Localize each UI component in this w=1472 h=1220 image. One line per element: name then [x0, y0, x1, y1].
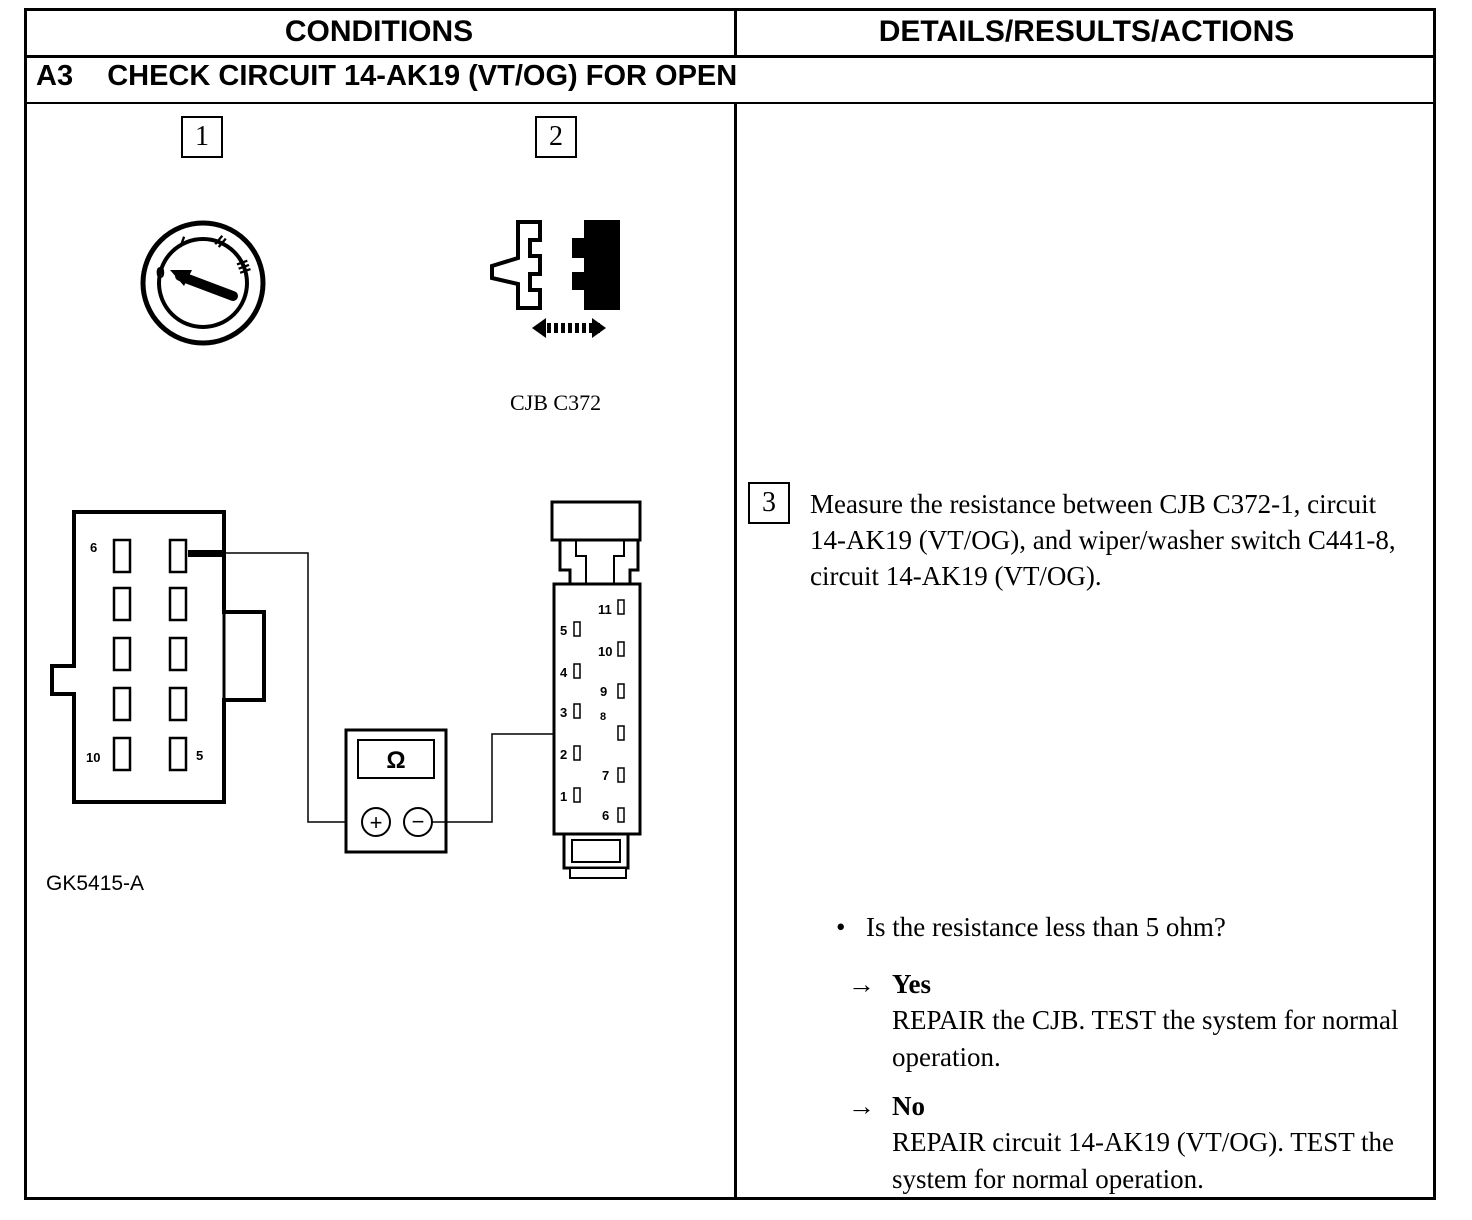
- meter-minus-terminal: −: [412, 809, 425, 834]
- test-title-row: A3 CHECK CIRCUIT 14-AK19 (VT/OG) FOR OPE…: [24, 58, 1436, 104]
- ignition-switch-icon: 0 I II III: [140, 220, 266, 346]
- ohm-symbol: Ω: [386, 747, 405, 774]
- left-pin-10-label: 10: [86, 750, 100, 765]
- connector-label: CJB C372: [510, 390, 602, 415]
- cjb-connector-c372: 11 5 10 4 9 3 8 2 7 1 6: [550, 500, 642, 879]
- table-frame: [24, 8, 1436, 1200]
- switch-connector-c441: 6 10 5: [50, 510, 266, 804]
- answer-yes: → Yes REPAIR the CJB. TEST the system fo…: [848, 966, 1428, 1076]
- answer-no-label: No: [892, 1091, 925, 1121]
- left-pin-6-label: 6: [90, 540, 97, 555]
- question-text: Is the resistance less than 5 ohm?: [866, 912, 1226, 942]
- conditions-header: CONDITIONS: [284, 14, 474, 48]
- header-row: CONDITIONS DETAILS/RESULTS/ACTIONS: [24, 8, 1436, 58]
- right-pin-9-label: 9: [600, 684, 607, 699]
- column-divider: [734, 104, 737, 1200]
- right-pin-1-label: 1: [560, 789, 567, 804]
- right-pin-5-label: 5: [560, 623, 567, 638]
- right-pin-10-label: 10: [598, 644, 612, 659]
- arrow-right-icon: →: [848, 969, 875, 999]
- step-number-2: 2: [535, 116, 577, 158]
- right-pin-11-label: 11: [598, 602, 612, 617]
- test-title: A3 CHECK CIRCUIT 14-AK19 (VT/OG) FOR OPE…: [36, 60, 737, 93]
- right-pin-7-label: 7: [602, 768, 609, 783]
- ignition-pos-1: I: [177, 234, 187, 251]
- right-pin-4-label: 4: [560, 665, 568, 680]
- header-divider: [734, 8, 737, 58]
- step3-instruction: Measure the resistance between CJB C372-…: [810, 489, 1396, 591]
- test-id: A3: [36, 60, 74, 92]
- measurement-diagram: 6 10 5 Ω + −: [50, 500, 642, 879]
- right-pin-3-label: 3: [560, 705, 567, 720]
- ignition-pos-3: III: [233, 258, 254, 276]
- bullet-icon: •: [836, 912, 846, 942]
- step-number-3: 3: [748, 482, 790, 524]
- disconnect-connector-icon: [490, 220, 620, 338]
- answer-no-text: REPAIR circuit 14-AK19 (VT/OG). TEST the…: [892, 1127, 1394, 1194]
- meter-plus-terminal: +: [370, 810, 383, 835]
- right-pin-2-label: 2: [560, 747, 567, 762]
- answer-yes-label: Yes: [892, 969, 931, 999]
- ohmmeter: Ω + −: [344, 728, 448, 854]
- left-pin-5-label: 5: [196, 748, 203, 763]
- test-name: CHECK CIRCUIT 14-AK19 (VT/OG) FOR OPEN: [107, 60, 738, 92]
- answer-no: → No REPAIR circuit 14-AK19 (VT/OG). TES…: [848, 1088, 1438, 1198]
- question-item: • Is the resistance less than 5 ohm?: [836, 912, 1226, 943]
- figure-id: GK5415-A: [46, 872, 145, 895]
- ignition-pos-0: 0: [156, 265, 165, 282]
- answer-yes-text: REPAIR the CJB. TEST the system for norm…: [892, 1005, 1399, 1072]
- step-number-1: 1: [181, 116, 223, 158]
- right-pin-8-label: 8: [600, 711, 606, 723]
- right-pin-6-label: 6: [602, 808, 609, 823]
- arrow-right-icon: →: [848, 1091, 875, 1121]
- details-header: DETAILS/RESULTS/ACTIONS: [878, 14, 1295, 48]
